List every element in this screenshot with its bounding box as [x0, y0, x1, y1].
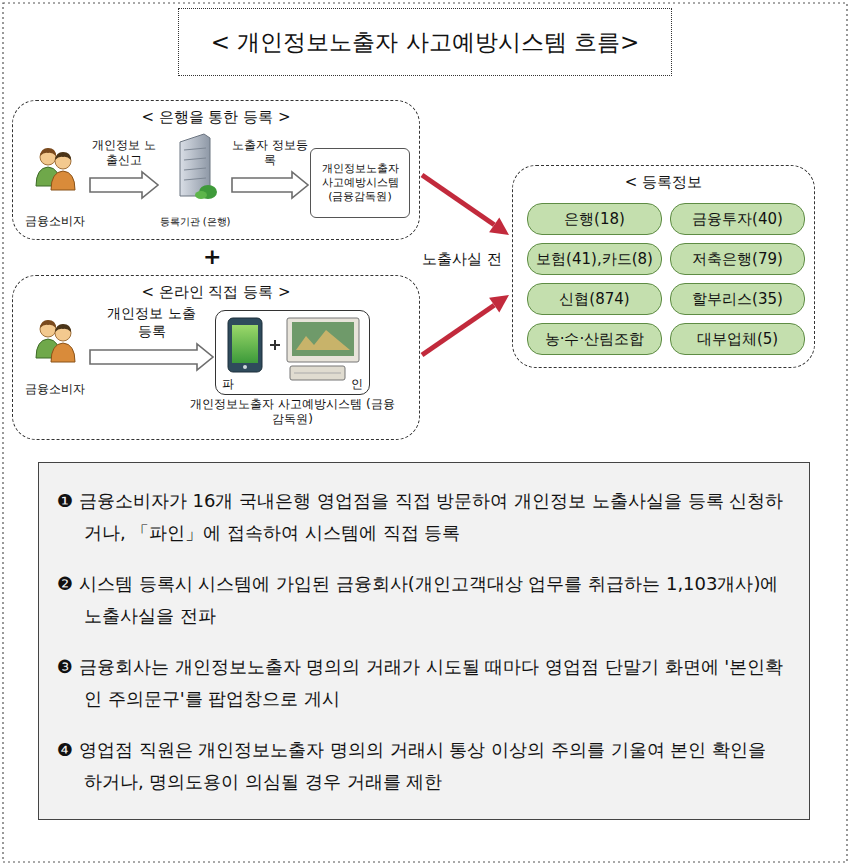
pill-label: 신협(874) — [559, 290, 629, 309]
region-panel: < 은행을 통한 등록 >금융소비자등록기관 (은행)개인정보노출자 사고예방시… — [12, 100, 420, 240]
agency-node: 등록기관 (은행) — [160, 130, 230, 230]
note-item: ❹ 영업점 직원은 개인정보노출자 명의의 거래시 통상 이상의 주의를 기울여… — [57, 734, 789, 797]
pill-label: 보험(41),카드(8) — [536, 250, 653, 269]
region-heading: < 등록정보 — [513, 173, 814, 193]
arrow-shape — [90, 344, 213, 370]
actor-node: 금융소비자 — [22, 140, 88, 230]
arrow-note: 노출사실 전 — [422, 250, 502, 269]
region-panel: < 온라인 직접 등록 >금융소비자파인개인정보노출자 사고예방시스템 (금융감… — [12, 275, 420, 440]
info-pill: 금융투자(40) — [670, 203, 805, 235]
pill-label: 금융투자(40) — [692, 210, 783, 229]
arrow-label: 노출자 정보등록 — [232, 138, 308, 168]
system-label: 개인정보노출자 사고예방시스템 (금융감독원) — [315, 162, 405, 205]
flow-arrow — [422, 175, 509, 235]
smartphone-icon — [228, 318, 262, 372]
pill-label: 할부리스(35) — [692, 290, 783, 309]
note-item: ❸ 금융회사는 개인정보노출자 명의의 거래가 시도될 때마다 영업점 단말기 … — [57, 651, 789, 714]
bank-building-icon — [180, 134, 217, 199]
page-frame — [3, 3, 847, 862]
arrow-label: 개인정보 노출등록 — [106, 305, 198, 340]
system-caption: 개인정보노출자 사고예방시스템 (금융감독원) — [186, 397, 399, 427]
pill-label: 은행(18) — [564, 210, 625, 229]
consumer-icon — [36, 148, 75, 190]
pill-label: 농·수·산림조합 — [545, 330, 645, 349]
flow-arrow — [422, 295, 509, 355]
pill-label: 저축은행(79) — [692, 250, 783, 269]
actor-node: 금융소비자 — [22, 312, 88, 398]
app-label: 파 — [222, 376, 234, 393]
actor-label: 금융소비자 — [16, 382, 94, 396]
consumer-icon — [36, 320, 75, 362]
title-frame: < 개인정보노출자 사고예방시스템 흐름> — [178, 8, 672, 76]
notes-box: ❶ 금융소비자가 16개 국내은행 영업점을 직접 방문하여 개인정보 노출사실… — [38, 462, 810, 820]
block-arrow — [90, 344, 213, 370]
info-pill: 할부리스(35) — [670, 283, 805, 315]
arrow-shape — [90, 172, 158, 198]
note-item: ❷ 시스템 등록시 시스템에 가입된 금융회사(개인고객대상 업무를 취급하는 … — [57, 568, 789, 631]
app-label: 인 — [351, 376, 363, 393]
block-arrow — [232, 172, 308, 198]
arrow-line — [422, 305, 494, 355]
device-box: 파인개인정보노출자 사고예방시스템 (금융감독원) — [215, 310, 370, 395]
actor-label: 금융소비자 — [16, 214, 94, 228]
info-pill: 은행(18) — [527, 203, 662, 235]
arrow-label: 개인정보 노출신고 — [88, 138, 160, 168]
plus-sign-icon — [270, 340, 280, 350]
actor-label: 등록기관 (은행) — [154, 216, 236, 228]
block-arrow — [90, 172, 158, 198]
computer-icon — [287, 318, 359, 380]
info-pill: 농·수·산림조합 — [527, 323, 662, 355]
pill-label: 대부업체(5) — [697, 330, 778, 349]
arrow-line — [422, 175, 494, 225]
info-pill: 보험(41),카드(8) — [527, 243, 662, 275]
region-panel: < 등록정보은행(18) 금융투자(40) 보험(41),카드(8) 저축은행(79)… — [512, 165, 815, 368]
plus-sign: + — [203, 244, 221, 269]
region-heading: < 은행을 통한 등록 > — [13, 108, 419, 128]
info-pill: 대부업체(5) — [670, 323, 805, 355]
arrow-head — [489, 217, 509, 235]
note-item: ❶ 금융소비자가 16개 국내은행 영업점을 직접 방문하여 개인정보 노출사실… — [57, 485, 789, 548]
arrow-head — [489, 295, 509, 313]
arrow-shape — [232, 172, 308, 198]
system-box: 개인정보노출자 사고예방시스템 (금융감독원) — [310, 148, 410, 218]
region-heading: < 온라인 직접 등록 > — [13, 283, 419, 303]
info-pill: 신협(874) — [527, 283, 662, 315]
title: < 개인정보노출자 사고예방시스템 흐름> — [211, 27, 639, 58]
info-pill: 저축은행(79) — [670, 243, 805, 275]
